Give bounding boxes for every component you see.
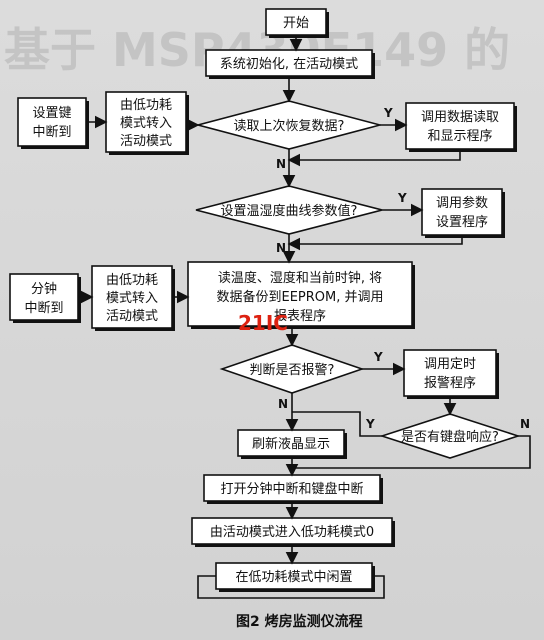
low-to-active-node-1: 由低功耗 模式转入 活动模式 [105, 91, 189, 155]
label-n-alarm: N [278, 397, 288, 411]
set-params-decision: 设置温湿度曲线参数值? [195, 185, 383, 235]
call-param-set-node: 调用参数 设置程序 [421, 188, 505, 238]
svg-text:报表程序: 报表程序 [274, 309, 326, 324]
refresh-lcd-node: 刷新液晶显示 [237, 429, 347, 459]
call-read-display-node: 调用数据读取 和显示程序 [405, 102, 517, 152]
svg-text:调用定时: 调用定时 [424, 357, 476, 372]
init-node: 系统初始化, 在活动模式 [205, 49, 375, 79]
svg-text:读取上次恢复数据?: 读取上次恢复数据? [234, 118, 345, 134]
call-alarm-node: 调用定时 报警程序 [403, 349, 499, 399]
minute-interrupt-node: 分钟 中断到 [9, 273, 81, 323]
label-y-recover: Y [383, 106, 393, 120]
svg-text:分钟: 分钟 [31, 281, 57, 297]
svg-text:是否有键盘响应?: 是否有键盘响应? [401, 429, 499, 445]
start-node: 开始 [265, 8, 329, 38]
svg-text:由低功耗: 由低功耗 [106, 273, 158, 288]
read-recover-decision: 读取上次恢复数据? [194, 100, 384, 150]
start-label: 开始 [283, 16, 309, 31]
connectors [78, 35, 531, 599]
low-to-active-node-2: 由低功耗 模式转入 活动模式 [91, 265, 175, 331]
svg-text:由低功耗: 由低功耗 [120, 98, 172, 113]
svg-text:数据备份到EEPROM, 并调用: 数据备份到EEPROM, 并调用 [216, 289, 383, 305]
figure-caption: 图2 烤房监测仪流程 [236, 613, 363, 630]
svg-text:模式转入: 模式转入 [106, 291, 158, 306]
to-low-power-node: 由活动模式进入低功耗模式0 [191, 517, 395, 547]
svg-text:中断到: 中断到 [24, 301, 63, 316]
svg-text:设置温湿度曲线参数值?: 设置温湿度曲线参数值? [221, 203, 358, 219]
svg-text:判断是否报警?: 判断是否报警? [250, 362, 335, 378]
svg-text:打开分钟中断和键盘中断: 打开分钟中断和键盘中断 [220, 481, 363, 497]
svg-text:活动模式: 活动模式 [120, 134, 172, 149]
svg-text:调用数据读取: 调用数据读取 [421, 110, 499, 125]
svg-text:和显示程序: 和显示程序 [427, 129, 492, 144]
svg-text:读温度、湿度和当前时钟, 将: 读温度、湿度和当前时钟, 将 [218, 270, 382, 286]
svg-text:模式转入: 模式转入 [120, 116, 172, 131]
label-n-recover: N [276, 157, 286, 171]
key-interrupt-line2: 中断到 [32, 125, 71, 140]
svg-text:报警程序: 报警程序 [424, 375, 476, 391]
svg-text:刷新液晶显示: 刷新液晶显示 [252, 436, 330, 452]
open-interrupts-node: 打开分钟中断和键盘中断 [203, 474, 383, 504]
svg-text:由活动模式进入低功耗模式0: 由活动模式进入低功耗模式0 [210, 525, 374, 540]
init-label: 系统初始化, 在活动模式 [220, 57, 358, 72]
svg-text:活动模式: 活动模式 [106, 309, 158, 324]
label-y-params: Y [397, 191, 407, 205]
idle-node: 在低功耗模式中闲置 [215, 562, 375, 592]
key-interrupt-line1: 设置键 [32, 106, 71, 121]
label-n-key: N [520, 417, 530, 431]
svg-text:设置程序: 设置程序 [436, 215, 488, 230]
key-response-decision: 是否有键盘响应? [379, 413, 521, 459]
label-n-params: N [276, 241, 286, 255]
label-y-alarm: Y [373, 350, 383, 364]
svg-text:调用参数: 调用参数 [436, 195, 488, 211]
read-sensors-node: 读温度、湿度和当前时钟, 将 数据备份到EEPROM, 并调用 报表程序 [187, 261, 415, 329]
watermark: 21IC [238, 311, 288, 335]
alarm-decision: 判断是否报警? [219, 344, 365, 394]
key-interrupt-node: 设置键 中断到 [17, 97, 89, 149]
svg-text:在低功耗模式中闲置: 在低功耗模式中闲置 [235, 570, 352, 585]
label-y-key: Y [365, 417, 375, 431]
